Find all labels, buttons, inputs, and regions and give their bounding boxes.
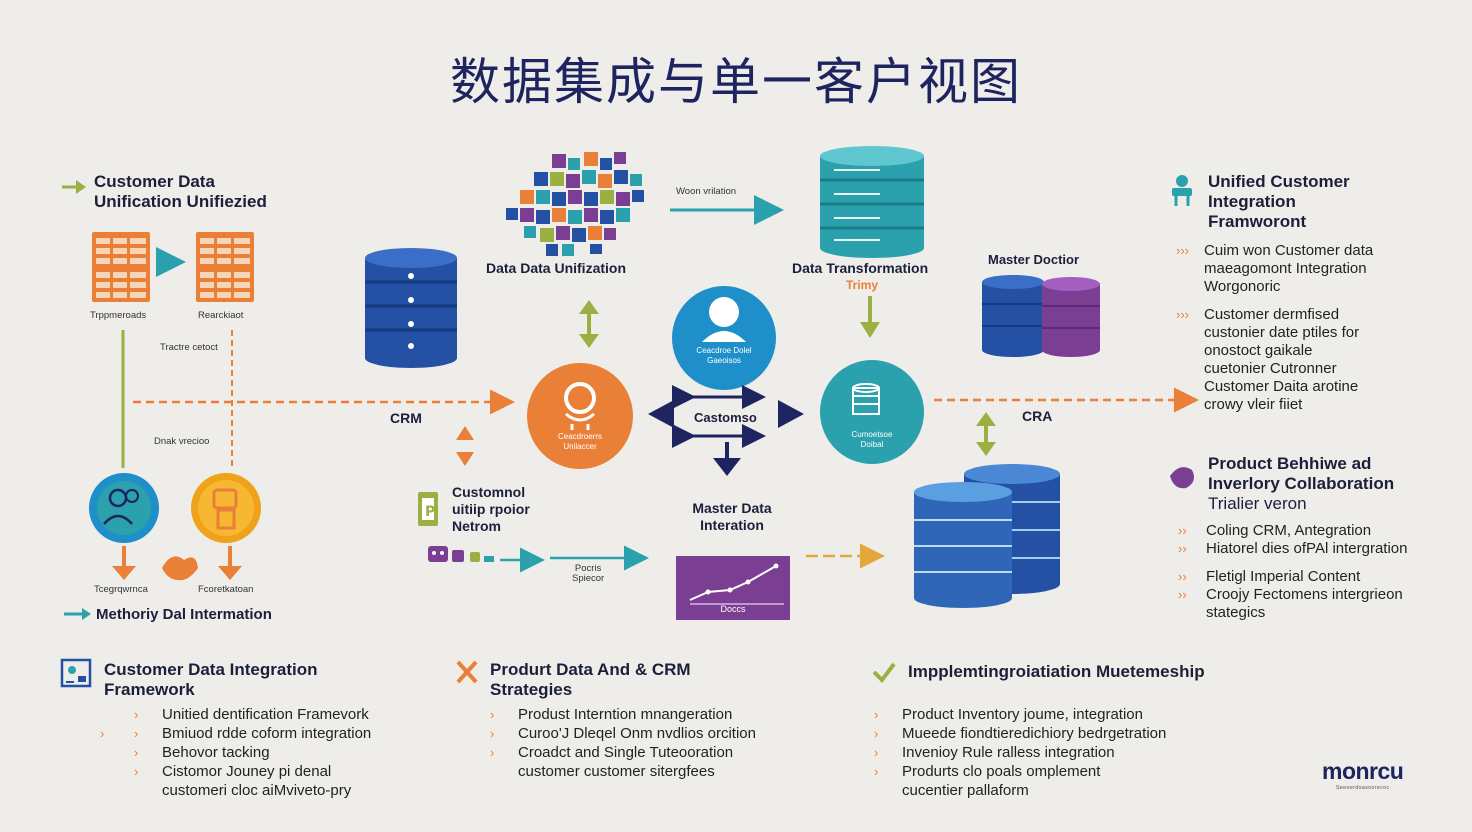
footer-arrow-icon	[64, 608, 91, 620]
integration-framework-icon	[60, 658, 92, 688]
svg-text:P: P	[425, 504, 435, 520]
customer-network-label: Customnol uitiip rpoior Netrom	[452, 484, 530, 534]
unified-customer-icon	[1172, 175, 1192, 206]
crm-database-icon	[365, 248, 457, 368]
teal-customer-circle	[820, 360, 924, 464]
puzzle-sync-arrow-icon	[579, 300, 599, 348]
bottom-section-1-list: ›Unitied dentification Framevork ››Bmiuo…	[100, 705, 372, 800]
source-table-right-icon	[196, 232, 254, 302]
right-bullet-list-2: ››Coling CRM, Antegration ››Hiatorel die…	[1178, 522, 1468, 622]
small-arrow-label: Pocris Spiecor	[572, 563, 605, 584]
orange-customer-circle	[527, 363, 633, 469]
list-item: ››Coling CRM, Antegration	[1178, 522, 1372, 539]
page-title: 数据集成与单一客户视图	[450, 53, 1022, 111]
bottom-label-right: Fcoretkatoan	[198, 584, 254, 595]
bottom-section-3-list: ›Product Inventory joume, integration ›M…	[874, 705, 1166, 800]
data-unification-label: Data Data Unifization	[486, 260, 627, 276]
brand-logo: monrcu Seeoerdsasosrecoc	[1322, 758, 1404, 791]
list-item: ›Unitied dentification Framevork	[134, 706, 369, 723]
transform-down-arrow-icon	[860, 296, 880, 338]
logo-name: monrcu	[1322, 758, 1404, 784]
handshake-icon	[162, 556, 198, 581]
left-footer-label: Methoriy Dal Intermation	[96, 606, 272, 623]
right-panel-heading-2: Product Behhiwe ad Inverlory Collaborati…	[1208, 454, 1395, 513]
orange-sync-arrow-icon	[456, 426, 474, 466]
hub-arrows-icon	[648, 385, 804, 476]
data-puzzle-cluster-icon	[506, 152, 644, 256]
bottom-label-left: Tcegrqwrnca	[94, 584, 148, 595]
strategies-cross-icon	[456, 660, 478, 684]
bottom-section-3-heading: Impplemtingroiatiation Muetemeship	[908, 662, 1205, 681]
list-item: ›Product Inventory joume, integration	[874, 706, 1143, 723]
transformation-database-icon	[820, 146, 924, 258]
list-item: ››Fletigl Imperial Content	[1178, 568, 1361, 585]
person-badge-icon	[191, 473, 261, 543]
right-sync-arrow-icon	[976, 412, 996, 456]
mid-label-1: Tractre cetoct	[160, 342, 218, 353]
teal-circle-label: Cumoetsoe Doibal	[851, 430, 893, 449]
list-item: ››Bmiuod rdde coform integration	[100, 725, 372, 742]
implementation-check-icon	[872, 662, 896, 684]
list-item: ›Mueede fiondtieredichiory bedrgetration	[874, 725, 1167, 742]
robot-icons	[428, 546, 494, 562]
bottom-section-1-heading: Customer Data Integration Framework	[104, 660, 318, 699]
list-item: ›Behovor tacking	[134, 744, 270, 761]
customer-network-icon: P	[418, 492, 438, 526]
master-data-label: Master Data Interation	[692, 500, 772, 533]
hub-label: Castomso	[694, 410, 757, 425]
left-heading-line-1: Customer Data	[94, 172, 215, 191]
orange-circle-label: Ceacdroerrs Unilaccer	[557, 432, 602, 451]
data-transformation-label: Data Transformation	[792, 260, 929, 276]
list-item: ››Hiatorel dies ofPAl intergration	[1178, 540, 1408, 557]
crm-left-label: CRM	[390, 410, 422, 426]
arrow-note-label: Woon vrilation	[676, 186, 737, 197]
list-item: ›Invenioy Rule ralless integration	[874, 744, 1115, 761]
mid-label-2: Dnak vrecioo	[154, 436, 210, 447]
profile-circle-label: Ceacdroe Dolel Gaeoisos	[696, 346, 752, 365]
person-group-icon	[89, 473, 159, 543]
chart-caption: Doccs	[720, 604, 746, 614]
master-doctor-database-icon	[982, 275, 1100, 357]
master-database-stack-icon	[914, 464, 1060, 608]
table-label-right: Rearckiaot	[198, 310, 244, 321]
product-behavior-icon	[1170, 467, 1194, 489]
list-item: ›Produst Interntion mnangeration	[490, 706, 733, 723]
customer-profile-circle	[672, 286, 776, 390]
logo-subtext: Seeoerdsasosrecoc	[1335, 785, 1390, 791]
list-item: ›Curoo'J Dleqel Onm nvdlios orcition	[490, 725, 756, 742]
bottom-section-2-heading: Produrt Data And & CRM Strategies	[490, 660, 691, 699]
down-arrows-icon	[112, 546, 242, 580]
transform-sub-label: Trimy	[846, 278, 879, 292]
left-panel-heading: Customer Data Unification Unifiezied	[94, 172, 267, 212]
master-data-chart-icon	[676, 556, 790, 620]
left-heading-line-2: Unification Unifiezied	[94, 192, 267, 211]
cra-right-label: CRA	[1022, 408, 1053, 424]
right-panel-heading: Unified Customer Integration Framworont	[1208, 172, 1350, 231]
bottom-section-2-list: ›Produst Interntion mnangeration ›Curoo'…	[490, 705, 756, 781]
master-doctor-label: Master Doctior	[988, 252, 1080, 267]
source-table-left-icon	[92, 232, 150, 302]
table-label-left: Trppmeroads	[90, 310, 147, 321]
heading-arrow-icon	[62, 180, 86, 194]
